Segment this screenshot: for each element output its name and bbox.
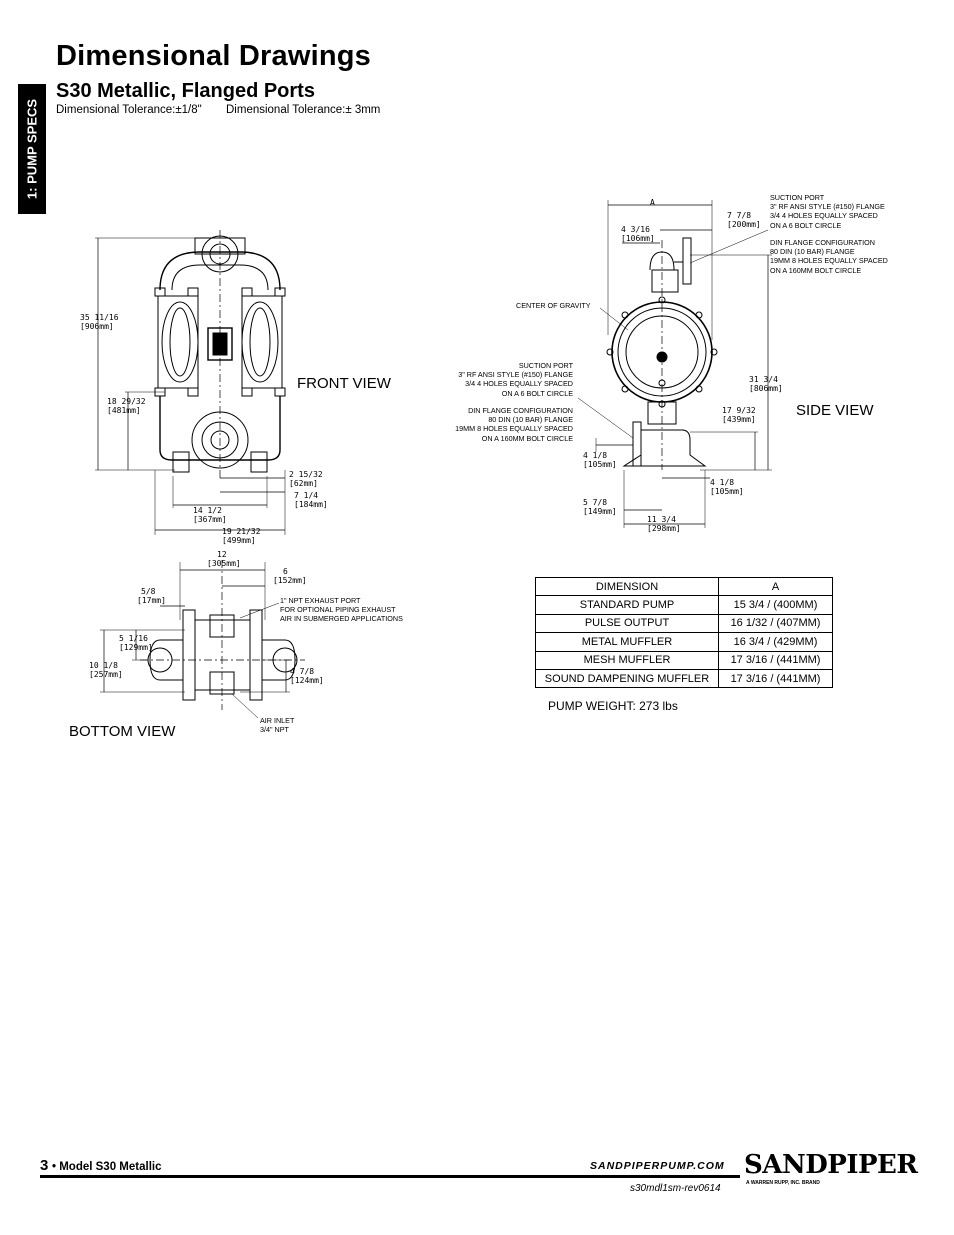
dim-bottom-center: 5 1/16[129mm] bbox=[119, 634, 153, 652]
dim-bottom-half: 6[152mm] bbox=[273, 567, 307, 585]
footer-revision: s30mdl1sm-rev0614 bbox=[630, 1183, 721, 1194]
table-header-dimension: DIMENSION bbox=[535, 576, 719, 597]
logo-tagline: A WARREN RUPP, INC. BRAND bbox=[746, 1180, 820, 1186]
dim-side-inlet-height: 17 9/32[439mm] bbox=[722, 406, 756, 424]
footer-rule bbox=[40, 1175, 740, 1178]
bottom-view-drawing bbox=[100, 560, 305, 719]
table-cell: METAL MUFFLER bbox=[535, 632, 719, 652]
dim-side-base-width: 5 7/8[149mm] bbox=[583, 498, 617, 516]
dim-side-discharge-offset: 4 3/16[106mm] bbox=[621, 225, 655, 243]
dim-bottom-depth: 10 1/8[257mm] bbox=[89, 661, 123, 679]
table-cell: STANDARD PUMP bbox=[535, 595, 719, 615]
dim-side-flange-offset: 7 7/8[200mm] bbox=[727, 211, 761, 229]
table-cell: 16 1/32 / (407MM) bbox=[718, 613, 833, 634]
dim-side-depth: 11 3/4[298mm] bbox=[647, 515, 681, 533]
side-view-drawing bbox=[577, 200, 772, 528]
front-view-drawing bbox=[95, 230, 286, 535]
pump-weight: PUMP WEIGHT: 273 lbs bbox=[548, 699, 678, 713]
dim-side-base-left: 4 1/8[105mm] bbox=[583, 451, 617, 469]
page-title: Dimensional Drawings bbox=[56, 40, 372, 72]
dim-front-overall-width: 19 21/32[499mm] bbox=[222, 527, 261, 545]
page-subtitle: S30 Metallic, Flanged Ports bbox=[56, 80, 315, 102]
table-cell: PULSE OUTPUT bbox=[535, 613, 719, 634]
table-cell: 15 3/4 / (400MM) bbox=[718, 595, 833, 615]
table-cell: MESH MUFFLER bbox=[535, 650, 719, 670]
dim-front-mount-width: 14 1/2[367mm] bbox=[193, 506, 227, 524]
dim-side-height: 31 3/4[806mm] bbox=[749, 375, 783, 393]
dim-front-height: 35 11/16[906mm] bbox=[80, 313, 119, 331]
side-view-label: SIDE VIEW bbox=[796, 402, 874, 419]
bottom-view-label: BOTTOM VIEW bbox=[69, 723, 176, 740]
dim-bottom-offset: 4 7/8[124mm] bbox=[290, 667, 324, 685]
front-view-label: FRONT VIEW bbox=[297, 375, 391, 392]
dim-bottom-width: 12[305mm] bbox=[207, 550, 241, 568]
dim-side-base-right: 4 1/8[105mm] bbox=[710, 478, 744, 496]
dim-front-inlet-height: 18 29/32[481mm] bbox=[107, 397, 146, 415]
dim-front-half-width: 7 1/4[184mm] bbox=[294, 491, 328, 509]
table-header-a: A bbox=[718, 576, 833, 597]
footer-model: • Model S30 Metallic bbox=[52, 1161, 162, 1173]
tolerance-inches: Dimensional Tolerance:±1/8" bbox=[56, 104, 202, 116]
tolerance-mm: Dimensional Tolerance:± 3mm bbox=[226, 104, 381, 116]
section-side-tab: 1: PUMP SPECS bbox=[18, 84, 46, 214]
table-cell: 17 3/16 / (441MM) bbox=[718, 668, 833, 689]
sandpiper-logo: SANDPIPER bbox=[744, 1150, 918, 1180]
dim-bottom-slot: 5/8[17mm] bbox=[137, 587, 166, 605]
dim-side-a: A bbox=[650, 198, 655, 207]
table-cell: SOUND DAMPENING MUFFLER bbox=[535, 668, 719, 689]
table-header-row: DIMENSION A bbox=[535, 576, 833, 597]
footer-website-link[interactable]: SANDPIPERPUMP.COM bbox=[590, 1160, 725, 1172]
table-cell: 16 3/4 / (429MM) bbox=[718, 632, 833, 652]
dim-front-foot-offset: 2 15/32[62mm] bbox=[289, 470, 323, 488]
table-cell: 17 3/16 / (441MM) bbox=[718, 650, 833, 670]
page-number: 3 bbox=[40, 1157, 49, 1174]
note-center-of-gravity: CENTER OF GRAVITY bbox=[516, 301, 591, 310]
